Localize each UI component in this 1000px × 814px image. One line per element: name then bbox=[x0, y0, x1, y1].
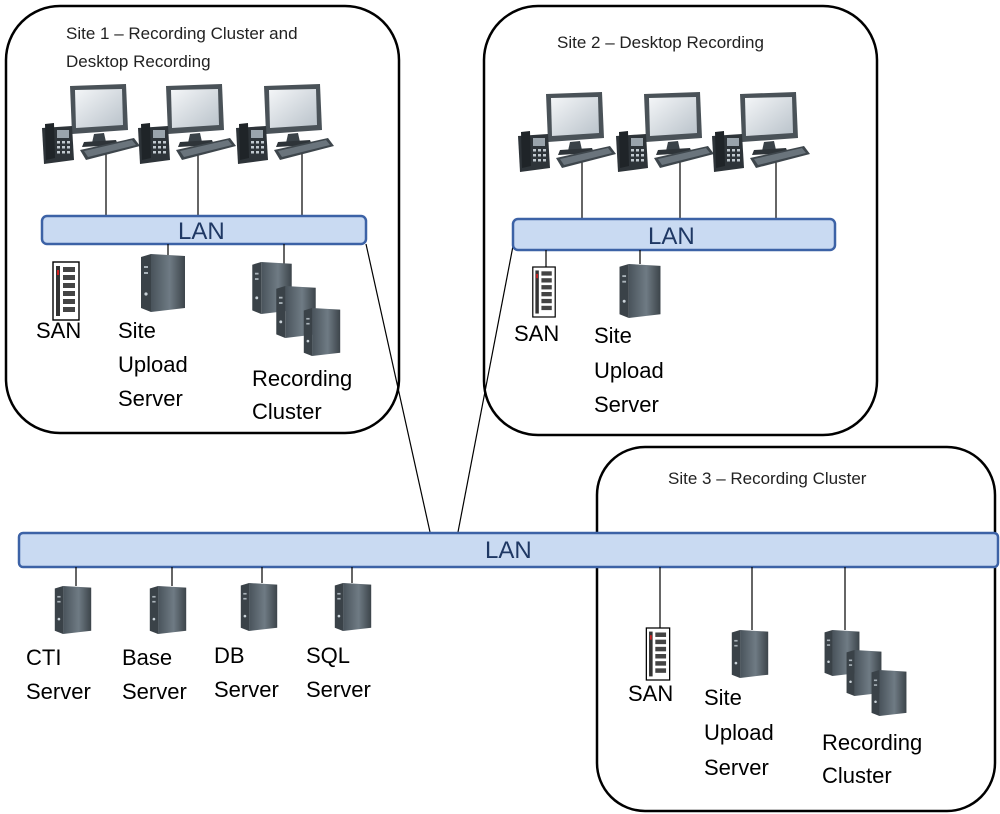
site1-upload-line1: Site bbox=[118, 318, 156, 343]
site3-san-label: SAN bbox=[628, 681, 673, 706]
cti-server-line2: Server bbox=[26, 679, 91, 704]
db-server-line1: DB bbox=[214, 643, 245, 668]
san-storage-icon bbox=[645, 627, 671, 681]
san-storage-icon bbox=[52, 261, 80, 321]
cti-server-line1: CTI bbox=[26, 645, 61, 670]
site3-upload-line2: Upload bbox=[704, 720, 774, 745]
site1-cluster-line1: Recording bbox=[252, 366, 352, 391]
site2-upload-line1: Site bbox=[594, 323, 632, 348]
site1-upload-line3: Server bbox=[118, 386, 183, 411]
site1-lan-label: LAN bbox=[178, 218, 225, 245]
site1-san-label: SAN bbox=[36, 318, 81, 343]
site1-upload-line2: Upload bbox=[118, 352, 188, 377]
site2-lan-label: LAN bbox=[648, 223, 695, 250]
site2-lan-bar bbox=[511, 217, 837, 252]
site2-title: Site 2 – Desktop Recording bbox=[557, 33, 764, 52]
server-icon bbox=[141, 254, 185, 312]
server-cluster-icon bbox=[824, 630, 907, 716]
wan-link-site1 bbox=[365, 243, 431, 533]
site3-title: Site 3 – Recording Cluster bbox=[668, 469, 867, 488]
san-storage-icon bbox=[532, 266, 556, 318]
sql-server-line1: SQL bbox=[306, 643, 350, 668]
server-icon bbox=[334, 583, 372, 631]
sql-server-line2: Server bbox=[306, 677, 371, 702]
db-server-line2: Server bbox=[214, 677, 279, 702]
site2-upload-line2: Upload bbox=[594, 358, 664, 383]
workstation-icon bbox=[712, 92, 810, 172]
server-icon bbox=[240, 583, 278, 631]
workstation-icon bbox=[616, 92, 714, 172]
site2-upload-line3: Server bbox=[594, 392, 659, 417]
wan-link-site2 bbox=[457, 245, 514, 533]
site3-cluster-line1: Recording bbox=[822, 730, 922, 755]
site2-boundary bbox=[482, 4, 879, 437]
server-icon bbox=[54, 586, 92, 634]
server-cluster-icon bbox=[252, 262, 341, 356]
server-icon bbox=[619, 264, 661, 318]
main-lan-bar bbox=[17, 531, 1000, 569]
site3-upload-line3: Server bbox=[704, 755, 769, 780]
site1-title-line1: Site 1 – Recording Cluster and bbox=[66, 24, 298, 43]
main-lan-label: LAN bbox=[485, 537, 532, 564]
workstation-icon bbox=[236, 84, 334, 164]
workstation-icon bbox=[138, 84, 236, 164]
server-icon bbox=[731, 630, 769, 678]
base-server-line1: Base bbox=[122, 645, 172, 670]
base-server-line2: Server bbox=[122, 679, 187, 704]
site3-boundary bbox=[595, 445, 997, 813]
workstation-icon bbox=[42, 84, 140, 164]
site3-cluster-line2: Cluster bbox=[822, 763, 892, 788]
site1-cluster-line2: Cluster bbox=[252, 399, 322, 424]
site3-upload-line1: Site bbox=[704, 685, 742, 710]
site2-san-label: SAN bbox=[514, 321, 559, 346]
site1-lan-bar bbox=[40, 214, 368, 246]
server-icon bbox=[149, 586, 187, 634]
site1-boundary bbox=[4, 4, 401, 435]
site1-title-line2: Desktop Recording bbox=[66, 52, 211, 71]
workstation-icon bbox=[518, 92, 616, 172]
